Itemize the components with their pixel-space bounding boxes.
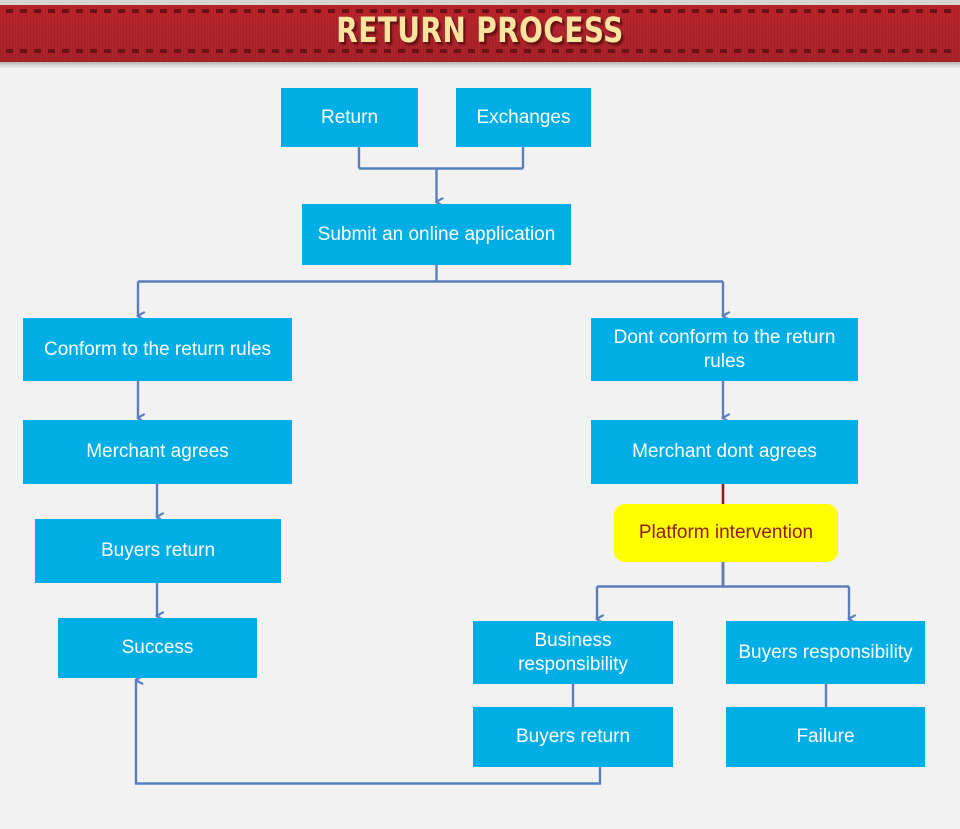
node-conform-to-return-rules[interactable]: Conform to the return rules [23, 318, 292, 381]
node-dont-conform-to-return-rules-label: Dont conform to the return rules [613, 326, 836, 372]
node-exchanges[interactable]: Exchanges [456, 88, 591, 147]
node-buyers-return-left[interactable]: Buyers return [35, 519, 281, 583]
node-buyers-return-right-label: Buyers return [515, 726, 631, 747]
node-platform-intervention[interactable]: Platform intervention [614, 504, 838, 562]
node-buyers-return-left-label: Buyers return [100, 540, 216, 561]
node-return[interactable]: Return [281, 88, 418, 147]
node-success-label: Success [121, 637, 194, 658]
banner-drop-shadow [0, 62, 960, 71]
node-merchant-agrees-label: Merchant agrees [86, 441, 229, 462]
node-dont-conform-to-return-rules[interactable]: Dont conform to the return rules [591, 318, 858, 381]
node-failure-label: Failure [796, 726, 855, 747]
banner-dashed-rule-bottom [6, 49, 954, 53]
node-submit-application[interactable]: Submit an online application [302, 204, 571, 265]
page-title: RETURN PROCESS [336, 11, 624, 51]
node-buyers-return-right[interactable]: Buyers return [473, 707, 673, 767]
node-business-responsibility[interactable]: Business responsibility [473, 621, 673, 684]
node-success[interactable]: Success [58, 618, 257, 678]
node-merchant-agrees[interactable]: Merchant agrees [23, 420, 292, 484]
node-merchant-dont-agrees-label: Merchant dont agrees [632, 441, 817, 462]
node-platform-intervention-label: Platform intervention [638, 522, 814, 543]
node-buyers-responsibility[interactable]: Buyers responsibility [726, 621, 925, 684]
banner-dashed-rule-top [6, 9, 954, 13]
node-conform-to-return-rules-label: Conform to the return rules [43, 338, 272, 360]
node-business-responsibility-label: Business responsibility [518, 629, 628, 675]
edge-loop-back-to-success [136, 680, 602, 785]
node-return-label: Return [320, 106, 379, 128]
node-exchanges-label: Exchanges [476, 106, 571, 128]
banner-top-edge [0, 0, 960, 5]
flowchart-canvas: Return Exchanges Submit an online applic… [0, 68, 960, 829]
node-buyers-responsibility-label: Buyers responsibility [738, 641, 913, 663]
node-submit-application-label: Submit an online application [317, 223, 556, 245]
header-banner: RETURN PROCESS [0, 0, 960, 62]
node-merchant-dont-agrees[interactable]: Merchant dont agrees [591, 420, 858, 484]
node-failure[interactable]: Failure [726, 707, 925, 767]
